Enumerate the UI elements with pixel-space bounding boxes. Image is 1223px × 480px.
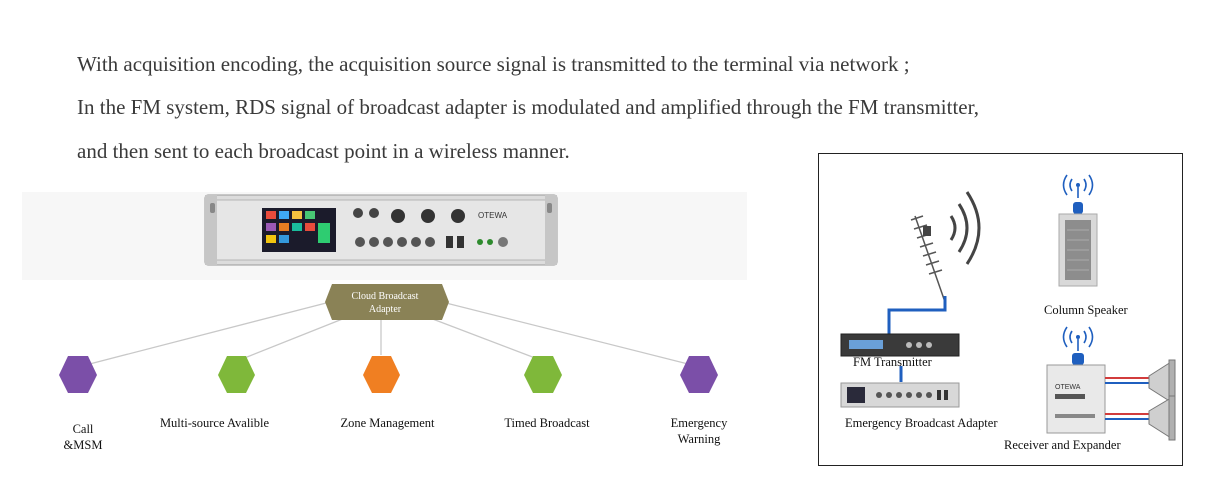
fm-system-drawing: OTEWA [840, 174, 1176, 441]
emergency-adapter-device [840, 382, 960, 408]
antenna-cable [887, 296, 947, 334]
hub-label-1: Cloud Broadcast [352, 291, 419, 302]
node-label-zone: Zone Management [340, 416, 435, 430]
wifi-icon-top [1062, 174, 1094, 198]
node-hexagon-emergency [680, 356, 718, 393]
node-label-call: Call &MSM [53, 421, 113, 453]
intro-line-3: and then sent to each broadcast point in… [77, 139, 570, 163]
connection-lines [77, 301, 697, 368]
wireless-wave-icon [949, 191, 981, 265]
column-speaker-device [1058, 202, 1098, 287]
node-label-call-2: &MSM [63, 438, 103, 452]
intro-line-1: With acquisition encoding, the acquisiti… [77, 52, 910, 76]
adapter-label: Emergency Broadcast Adapter [845, 416, 998, 430]
node-label-multi-source: Multi-source Avalible [159, 416, 270, 430]
wifi-icon-bottom [1062, 326, 1094, 351]
node-label-emergency-2: Warning [677, 432, 721, 446]
receiver-label: Receiver and Expander [1004, 438, 1121, 452]
speaker-cables [1105, 377, 1149, 420]
node-label-emergency: Emergency Warning [654, 415, 744, 447]
yagi-antenna-icon [910, 215, 946, 303]
node-label-timed: Timed Broadcast [504, 416, 590, 430]
intro-line-2: In the FM system, RDS signal of broadcas… [77, 95, 980, 119]
node-hexagon-timed [524, 356, 562, 393]
receiver-expander-device: OTEWA [1046, 353, 1106, 434]
device-brand: OTEWA [478, 211, 508, 220]
node-label-emergency-1: Emergency [670, 416, 728, 430]
fm-transmitter-device [840, 333, 960, 357]
column-speaker-label: Column Speaker [1044, 303, 1128, 317]
node-label-call-1: Call [72, 422, 94, 436]
node-hexagon-call [59, 356, 97, 393]
node-hexagon-multi-source [218, 356, 255, 393]
hub-label-2: Adapter [369, 304, 402, 315]
cloud-broadcast-adapter-device: OTEWA [204, 194, 558, 266]
fm-system-panel: OTEWA Column Speaker FM Transmitter Emer… [818, 153, 1183, 466]
node-hexagon-zone [363, 356, 400, 393]
horn-speaker-icon-bottom [1148, 395, 1176, 441]
hub-hexagon [325, 284, 449, 320]
receiver-brand: OTEWA [1055, 384, 1081, 391]
fm-transmitter-label: FM Transmitter [853, 355, 932, 369]
